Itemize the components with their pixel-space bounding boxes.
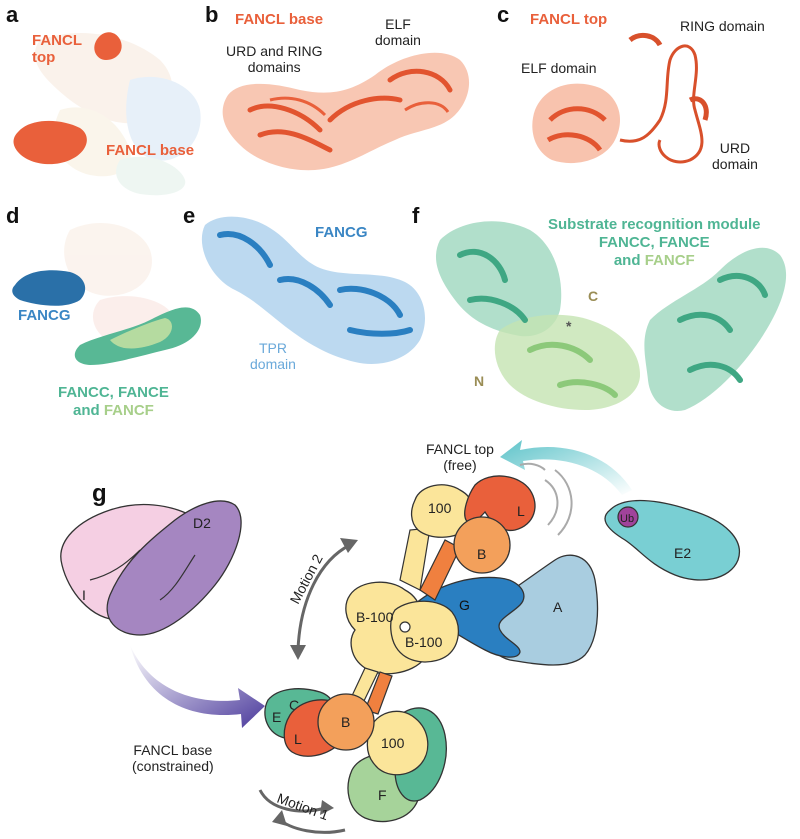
panel-letter-d: d (6, 203, 20, 228)
shape-top-B-label: B (477, 546, 486, 562)
panel-d-label-cef: FANCC, FANCE and FANCF (58, 384, 169, 420)
panel-e-label-tpr: TPR domain (250, 340, 296, 372)
shape-C-label: C (289, 697, 299, 713)
panel-b-title: FANCL base (235, 11, 324, 28)
panel-f-title: Substrate recognition module FANCC, FANC… (548, 216, 761, 270)
panel-e-label-fancg: FANCG (315, 224, 368, 241)
panel-c-label-urd: URD domain (712, 140, 758, 172)
panel-f-title3: and (613, 252, 645, 269)
shape-base-L-label: L (294, 731, 302, 747)
shape-A-label: A (553, 599, 563, 615)
shape-B100b-label: B-100 (405, 634, 443, 650)
panel-f-label-n: N (474, 373, 485, 389)
panel-f-label-star: * (566, 318, 572, 334)
shape-B100a-label: B-100 (356, 609, 394, 625)
binding-arrow (130, 645, 265, 728)
shape-top-L-label: L (517, 503, 525, 519)
panel-c-title: FANCL top (530, 11, 608, 28)
panel-letter-f: f (412, 203, 420, 228)
ub-circle (617, 506, 639, 528)
panel-f-label-c: C (588, 288, 599, 304)
panel-letter-c: c (497, 2, 510, 27)
shape-Ub-label: Ub (620, 513, 634, 525)
panel-letter-b: b (205, 2, 219, 27)
panel-g-fancl-base: FANCL base (constrained) (132, 742, 214, 774)
panel-letter-g: g (92, 480, 107, 507)
shape-D2-label: D2 (193, 515, 211, 531)
panel-f-title1: Substrate recognition module (548, 216, 761, 233)
panel-g-fancl-top: FANCL top (free) (426, 441, 494, 473)
panel-a-label-top: FANCL top (32, 32, 82, 66)
shape-F-label: F (378, 787, 387, 803)
panel-d-label-cef-part2: and (73, 402, 104, 419)
shape-top-100-label: 100 (428, 500, 452, 516)
panel-f-title2: FANCC, FANCE (598, 234, 710, 251)
panel-f-title3-f: FANCF (644, 252, 695, 269)
panel-a-label-base: FANCL base (106, 142, 195, 159)
motion2-arrow (296, 543, 351, 651)
panel-c-label-ring: RING domain (680, 18, 765, 34)
panel-d-label-cef-f: FANCF (103, 402, 154, 419)
shape-E-label: E (272, 709, 281, 725)
panel-b-label-elf: ELF domain (375, 16, 421, 48)
panel-d-label-cef-part1: FANCC, FANCE (58, 384, 169, 401)
shape-E2-label: E2 (674, 545, 691, 561)
panel-letter-e: e (183, 203, 196, 228)
shape-G-label: G (459, 597, 470, 613)
panel-letter-a: a (6, 2, 19, 27)
panel-d-label-fancg: FANCG (18, 307, 71, 324)
shape-I-label: I (82, 587, 86, 603)
e2-arrow (500, 440, 632, 495)
shape-base-B-label: B (341, 714, 350, 730)
panel-c-label-elf: ELF domain (521, 60, 597, 76)
shape-base-100-label: 100 (381, 735, 405, 751)
